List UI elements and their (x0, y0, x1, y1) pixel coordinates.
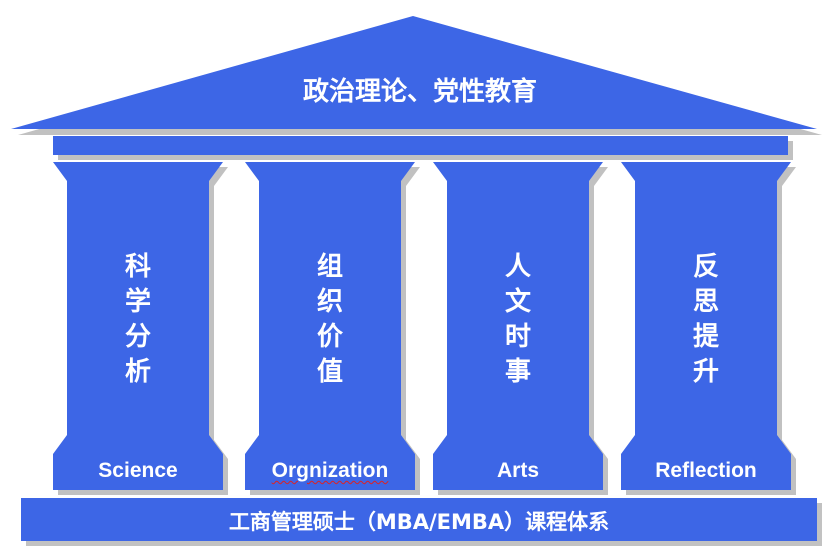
pillar-2-caption: Orgnization (245, 456, 415, 486)
pillar-4 (621, 162, 791, 490)
pillar-2 (245, 162, 415, 490)
pillar-3 (433, 162, 603, 490)
pillar-4-caption: Reflection (655, 459, 757, 482)
pillar-2-caption-text: Orgnization (271, 459, 389, 482)
pillar-2-label: 组 织 价 值 (316, 252, 343, 387)
roof-title: 政治理论、党性教育 (302, 77, 537, 107)
pillar-1-label: 科 学 分 析 (124, 252, 151, 387)
base-slab (21, 498, 817, 541)
base-title: 工商管理硕士（MBA/EMBA）课程体系 (228, 510, 610, 534)
pillar-4-label: 反 思 提 升 (692, 252, 719, 387)
pillar-1 (53, 162, 223, 490)
roof (11, 16, 817, 129)
pillar-3-label: 人 文 时 事 (504, 252, 531, 387)
pillar-1-caption: Science (98, 459, 178, 482)
beam (53, 136, 788, 155)
pillar-3-caption: Arts (496, 459, 539, 482)
